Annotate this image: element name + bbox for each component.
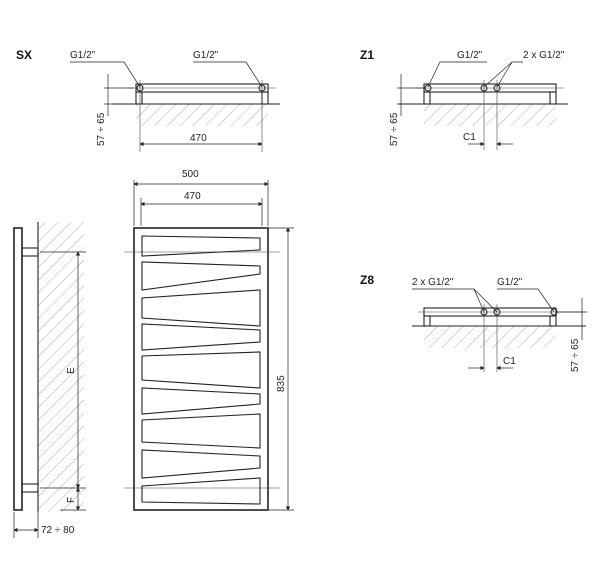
z1-double-leader-a <box>483 61 523 88</box>
side-radiator-profile <box>13 227 23 511</box>
z1-single-connection-label: G1/2" <box>457 50 483 61</box>
z8-title: Z8 <box>360 273 374 287</box>
sx-view: SX G1/2" G1/2" 57 ÷ 65 470 <box>16 48 280 152</box>
front-opening-9 <box>141 477 261 505</box>
z8-spacing-label: C1 <box>503 356 516 367</box>
front-opening-2 <box>141 261 261 291</box>
z8-wall-hatch <box>424 326 556 348</box>
front-radiator-frame <box>133 227 269 511</box>
z8-view: Z8 2 x G1/2" G1/2" 57 ÷ 65 C1 <box>360 273 588 372</box>
sx-right-connection-label: G1/2" <box>193 50 219 61</box>
sx-offset-label: 57 ÷ 65 <box>96 112 107 146</box>
sx-right-bracket <box>261 91 269 105</box>
front-opening-3 <box>141 289 261 327</box>
front-opening-5 <box>141 351 261 389</box>
z8-right-bracket <box>549 315 557 327</box>
front-opening-7 <box>141 413 261 449</box>
front-opening-6 <box>141 387 261 415</box>
z1-view: Z1 G1/2" 2 x G1/2" 57 ÷ 65 C1 <box>360 48 568 150</box>
front-spacing-label: 470 <box>184 191 201 202</box>
z8-single-connection-label: G1/2" <box>497 277 523 288</box>
z1-double-connection-label: 2 x G1/2" <box>523 50 565 61</box>
z1-wall-hatch <box>424 104 556 126</box>
side-depth-label: 72 ÷ 80 <box>41 525 75 536</box>
sx-right-leader <box>193 61 263 88</box>
z8-single-leader <box>497 288 555 313</box>
front-opening-4 <box>141 323 261 351</box>
z8-double-connection-label: 2 x G1/2" <box>412 277 454 288</box>
sx-left-connection-label: G1/2" <box>70 50 96 61</box>
z8-left-bracket <box>423 315 431 327</box>
side-wall-hatch <box>38 222 84 512</box>
z1-title: Z1 <box>360 48 374 62</box>
z1-single-leader <box>427 61 487 88</box>
side-bottom-label: F <box>66 497 77 503</box>
z1-spacing-label: C1 <box>463 132 476 143</box>
z1-offset-label: 57 ÷ 65 <box>389 112 400 146</box>
sx-left-leader <box>70 61 141 88</box>
sx-spacing-label: 470 <box>190 133 207 144</box>
sx-left-bracket <box>135 91 143 105</box>
sx-title: SX <box>16 48 32 62</box>
front-opening-8 <box>141 449 261 479</box>
front-view: 500 470 835 <box>124 169 294 511</box>
side-bottom-bracket <box>21 483 39 493</box>
z8-offset-label: 57 ÷ 65 <box>570 338 581 372</box>
z1-double-leader-b <box>496 61 513 88</box>
side-top-bracket <box>21 247 39 257</box>
side-view: E F 72 ÷ 80 <box>13 222 86 538</box>
front-height-label: 835 <box>276 375 287 392</box>
sx-wall-hatch <box>136 104 268 126</box>
side-height-label: E <box>66 367 77 374</box>
z1-right-bracket <box>549 91 557 105</box>
front-opening-1 <box>141 235 261 257</box>
z1-left-bracket <box>423 91 431 105</box>
front-width-label: 500 <box>182 169 199 180</box>
